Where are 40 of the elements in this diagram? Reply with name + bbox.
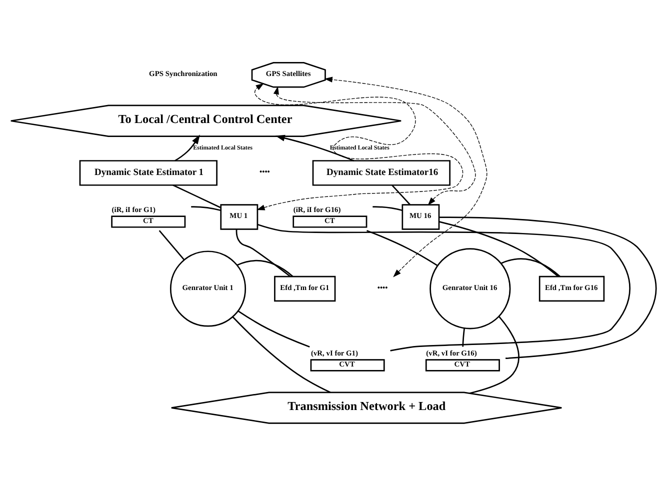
connector xyxy=(257,224,630,352)
connector xyxy=(238,310,310,348)
connector xyxy=(470,316,520,394)
node-box: CVT xyxy=(425,359,500,372)
node-text: •••• xyxy=(377,282,388,292)
connector xyxy=(191,206,221,212)
connector xyxy=(232,316,331,394)
node-label: (vR, vI for G16) xyxy=(426,348,477,358)
node-label: (iR, iI for G16) xyxy=(293,205,341,214)
connector xyxy=(158,230,185,260)
node-circle: Genrator Unit 16 xyxy=(430,248,511,330)
label: •••• xyxy=(259,167,270,176)
connector xyxy=(236,260,294,277)
label: GPS Synchronization xyxy=(149,69,218,78)
node-box: CVT xyxy=(310,359,385,372)
connector xyxy=(462,328,465,347)
connector xyxy=(439,216,657,360)
connector xyxy=(500,258,560,277)
arrow xyxy=(275,134,354,162)
connector xyxy=(172,184,221,208)
node-box: Efd ,Tm for G1 xyxy=(274,276,336,302)
connector xyxy=(236,229,291,278)
node-box: Efd ,Tm for G16 xyxy=(538,276,605,302)
arrow xyxy=(254,83,464,210)
connector xyxy=(366,230,438,266)
node-box: Dynamic State Estimator 1 xyxy=(79,160,218,186)
node-box: MU 16 xyxy=(402,204,440,230)
connector xyxy=(372,206,402,212)
node-box: Dynamic State Estimator16 xyxy=(312,160,451,186)
node-label: (vR, vI for G1) xyxy=(310,348,358,358)
arrow xyxy=(324,76,488,278)
arrow xyxy=(174,134,200,162)
node-box: MU 1 xyxy=(220,204,258,230)
connector xyxy=(438,221,559,277)
arrow xyxy=(273,86,476,206)
node-box: CT xyxy=(292,216,368,228)
node-circle: Genrator Unit 1 xyxy=(170,250,246,327)
node-box: CT xyxy=(111,216,186,228)
node-label: (iR, iI for G1) xyxy=(112,205,156,214)
connector xyxy=(392,184,410,206)
